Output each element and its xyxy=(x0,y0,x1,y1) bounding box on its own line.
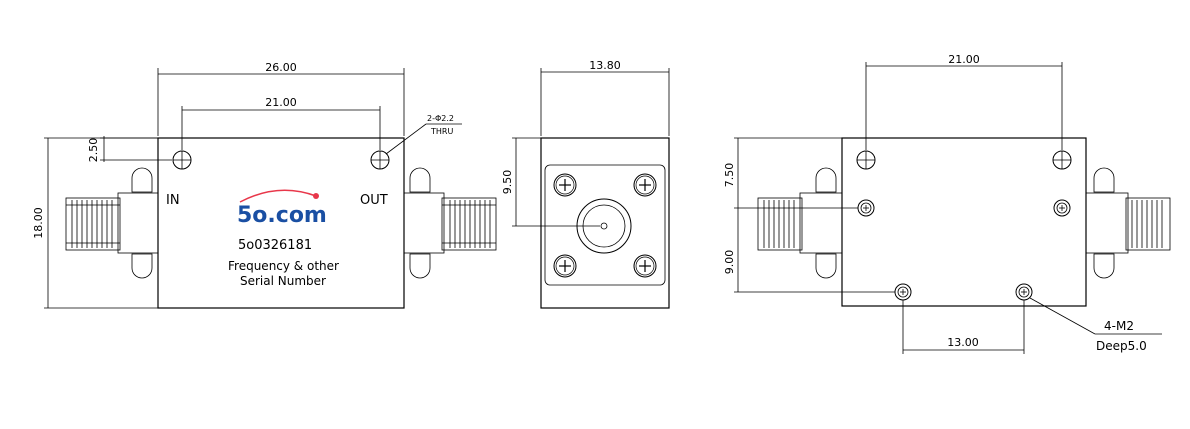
dim-hole-spacing: 21.00 xyxy=(265,96,297,109)
label-in: IN xyxy=(166,193,180,208)
dim-bottom-offset-b: 9.00 xyxy=(723,250,736,275)
part-number: 5o0326181 xyxy=(238,238,312,253)
dim-bottom-spacing: 13.00 xyxy=(947,336,979,349)
left-connector xyxy=(65,167,159,279)
end-screw-tl xyxy=(553,173,577,197)
dim-bottom-offset-a: 7.50 xyxy=(723,163,736,188)
bottom-view: 21.00 7.50 9.00 13.00 4-M2 Deep5.0 xyxy=(723,53,1171,354)
end-screw-bl xyxy=(553,254,577,278)
thread-note-depth: Deep5.0 xyxy=(1096,339,1147,353)
thread-hole-2 xyxy=(1053,199,1071,217)
text-frequency: Frequency & other xyxy=(228,259,339,273)
hole-note-thru: THRU xyxy=(430,127,453,136)
end-screw-br xyxy=(633,254,657,278)
bottom-left-connector xyxy=(757,167,843,279)
bottom-right-connector xyxy=(1085,167,1171,279)
label-out: OUT xyxy=(360,193,388,208)
top-view-body xyxy=(157,137,405,309)
mounting-hole-left xyxy=(172,150,192,170)
bottom-hole-tr xyxy=(1052,150,1072,170)
text-serial: Serial Number xyxy=(240,274,326,288)
dim-end-width: 13.80 xyxy=(589,59,621,72)
right-connector xyxy=(403,167,497,279)
dim-bottom-top-spacing: 21.00 xyxy=(948,53,980,66)
dim-overall-width: 26.00 xyxy=(265,61,297,74)
dim-hole-offset: 2.50 xyxy=(87,138,100,163)
brand-logo: 5o.com xyxy=(237,189,327,228)
end-screw-tr xyxy=(633,173,657,197)
dim-end-center-height: 9.50 xyxy=(501,170,514,195)
mounting-hole-right xyxy=(370,150,390,170)
bottom-hole-tl xyxy=(856,150,876,170)
end-view: 13.80 9.50 xyxy=(501,59,670,309)
hole-note-size: 2-Φ2.2 xyxy=(427,114,454,123)
svg-text:5o.com: 5o.com xyxy=(237,203,327,228)
thread-note-size: 4-M2 xyxy=(1104,319,1134,333)
top-view: 26.00 21.00 2.50 18.00 2-Φ2.2 THRU IN OU… xyxy=(32,61,497,309)
dim-height: 18.00 xyxy=(32,207,45,239)
bottom-view-body xyxy=(841,137,1087,307)
